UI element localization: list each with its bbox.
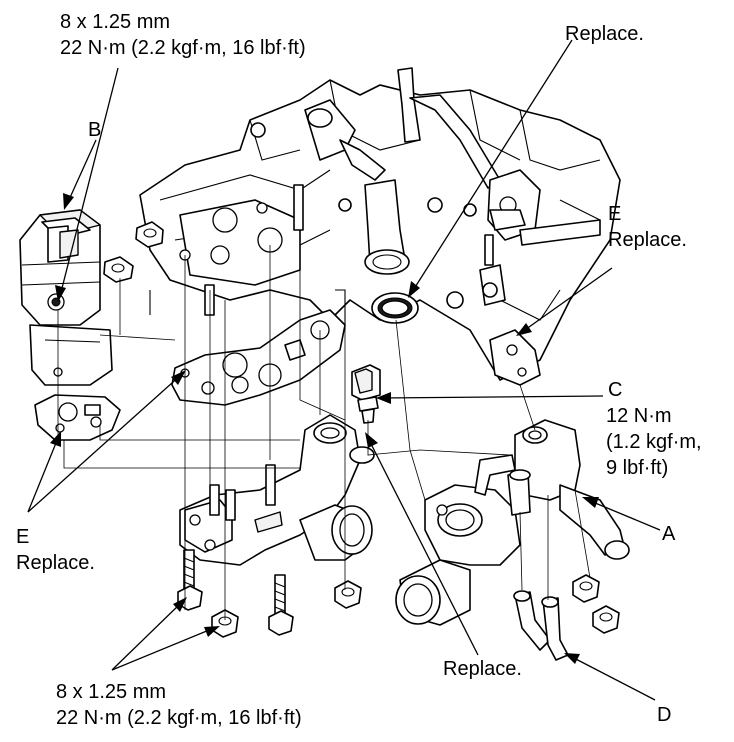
thermostat-housing xyxy=(395,484,521,626)
bypass-pipe-a xyxy=(474,419,630,560)
nut-bottom-3 xyxy=(572,574,600,603)
bolt-bottom-2 xyxy=(268,574,294,636)
label-a: A xyxy=(662,523,676,545)
sensor-torque-lbfft: 9 lbf·ft) xyxy=(606,457,669,479)
gasket-right xyxy=(482,282,541,386)
bolt-spec-top-size: 8 x 1.25 mm xyxy=(60,11,171,33)
hose-fitting-d xyxy=(513,590,569,661)
egr-nuts xyxy=(103,221,164,283)
bolt-spec-top-torque: 22 N·m (2.2 kgf·m, 16 lbf·ft) xyxy=(60,37,306,59)
sensor-torque-kgfm: (1.2 kgf·m, xyxy=(606,431,702,453)
alignment-guides xyxy=(57,230,591,620)
engine-block xyxy=(138,67,621,381)
label-e-right: E xyxy=(608,203,622,225)
intake-gasket xyxy=(171,309,346,406)
replace-e-left-label: Replace. xyxy=(16,552,95,574)
label-e-left: E xyxy=(16,526,30,548)
label-b: B xyxy=(88,119,102,141)
bolt-spec-bottom-size: 8 x 1.25 mm xyxy=(56,681,167,703)
replace-top-label: Replace. xyxy=(565,23,644,45)
o-ring xyxy=(371,292,419,324)
sensor-torque-nm: 12 N·m xyxy=(606,405,672,427)
replace-e-right-label: Replace. xyxy=(608,229,687,251)
bolt-spec-bottom-torque: 22 N·m (2.2 kgf·m, 16 lbf·ft) xyxy=(56,707,302,729)
replace-bottom-label: Replace. xyxy=(443,658,522,680)
label-c: C xyxy=(608,379,623,401)
coolant-temperature-sensor xyxy=(351,364,381,424)
nut-bottom-4 xyxy=(592,605,620,634)
egr-valve xyxy=(19,209,113,386)
egr-gasket xyxy=(34,394,121,441)
nut-bottom-2 xyxy=(334,580,362,609)
label-d: D xyxy=(657,704,672,726)
leader-lines xyxy=(27,39,661,701)
